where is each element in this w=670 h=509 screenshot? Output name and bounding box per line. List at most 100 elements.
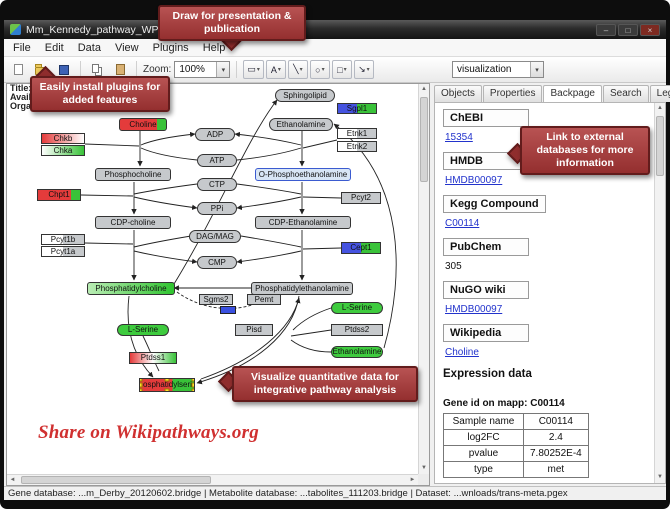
connector-tool-button[interactable]: ↘▾ — [353, 60, 374, 79]
selection-handle[interactable] — [191, 388, 194, 391]
pathway-node[interactable]: Choline — [119, 118, 167, 131]
scrollbar-thumb[interactable] — [420, 97, 428, 182]
zoom-select[interactable]: 100% ▾ — [174, 61, 231, 78]
scroll-right-icon[interactable]: ► — [409, 477, 416, 483]
db-link[interactable]: C00114 — [445, 218, 480, 229]
db-link[interactable]: 15354 — [445, 132, 473, 143]
table-cell: met — [523, 461, 589, 478]
pathway-node[interactable]: Phosphatidylethanolamine — [251, 282, 353, 295]
title-bar[interactable]: Mm_Kennedy_pathway_WP1771_45176.gpml –□× — [4, 20, 666, 39]
scrollbar-thumb[interactable] — [656, 116, 664, 176]
toolbar-separator — [80, 61, 81, 78]
pathway-node[interactable]: Phosphocholine — [95, 168, 171, 181]
pathway-node[interactable]: Pisd — [235, 324, 273, 336]
pathway-node[interactable]: Sphingolipid — [275, 89, 335, 102]
canvas-vertical-scrollbar[interactable]: ▲ ▼ — [418, 84, 429, 474]
line-tool-button[interactable]: ╲▾ — [287, 60, 308, 79]
table-cell: 2.4 — [523, 429, 589, 446]
table-cell: Sample name — [443, 413, 524, 430]
menu-help[interactable]: Help — [202, 41, 226, 54]
pathway-edges — [80, 99, 397, 385]
new-file-icon — [13, 64, 23, 75]
pathway-node[interactable]: DAG/MAG — [189, 230, 241, 243]
tab-properties[interactable]: Properties — [482, 85, 543, 102]
main-area: Title:Availability:Organism: Share on Wi… — [4, 83, 670, 486]
selection-handle[interactable] — [191, 379, 194, 382]
scroll-down-icon[interactable]: ▼ — [657, 474, 663, 480]
pathway-node[interactable]: Ptdss1 — [129, 352, 177, 364]
menu-edit[interactable]: Edit — [44, 41, 64, 54]
db-link[interactable]: Choline — [445, 347, 479, 358]
pathway-node[interactable]: L-Serine — [331, 302, 383, 314]
pathway-node[interactable]: Phosphatidylcholine — [87, 282, 175, 295]
selection-handle[interactable] — [140, 388, 143, 391]
scrollbar-thumb[interactable] — [21, 476, 211, 484]
tab-backpage[interactable]: Backpage — [543, 85, 602, 102]
pathway-node[interactable]: L-Serine — [117, 324, 169, 336]
pathway-node[interactable]: CDP-choline — [95, 216, 171, 229]
tab-legend[interactable]: Legend — [649, 85, 670, 102]
shape-tool-button[interactable]: ○▾ — [309, 60, 330, 79]
pathway-node[interactable]: Cept1 — [341, 242, 381, 254]
datanode-tool-button[interactable]: ▭▾ — [243, 60, 264, 79]
pathway-node[interactable]: Chka — [41, 145, 85, 156]
pathway-node[interactable]: Ethanolamine — [331, 346, 383, 358]
pathway-node[interactable] — [220, 306, 236, 314]
pathway-node[interactable]: ADP — [195, 128, 235, 141]
menu-data[interactable]: Data — [77, 41, 101, 54]
save-button[interactable] — [54, 60, 74, 80]
pathway-node[interactable]: Sgms2 — [199, 294, 233, 305]
visualization-select[interactable]: visualization ▾ — [452, 61, 544, 78]
scroll-down-icon[interactable]: ▼ — [421, 465, 427, 471]
pathway-node[interactable]: PPi — [197, 202, 237, 215]
scroll-up-icon[interactable]: ▲ — [421, 86, 427, 92]
pathway-node[interactable]: Pcyt2 — [341, 192, 381, 204]
label-tool-button[interactable]: A▾ — [265, 60, 286, 79]
tab-search[interactable]: Search — [602, 85, 649, 102]
pathway-node[interactable]: Pemt — [247, 294, 281, 305]
pathway-node[interactable]: Phosphatidylserine — [139, 378, 195, 392]
pathway-canvas[interactable]: Title:Availability:Organism: Share on Wi… — [7, 84, 418, 474]
pathway-node[interactable]: Etnk2 — [337, 141, 377, 152]
panel-scrollbar[interactable]: ▲ ▼ — [654, 103, 665, 483]
pathway-node[interactable]: Ethanolamine — [269, 118, 333, 131]
scroll-left-icon[interactable]: ◄ — [9, 477, 16, 483]
pathway-node[interactable]: CTP — [197, 178, 237, 191]
pathway-node[interactable]: Pcyt1b — [41, 234, 85, 245]
pathway-node[interactable]: ATP — [197, 154, 237, 167]
menu-file[interactable]: File — [13, 41, 31, 54]
selection-handle[interactable] — [164, 379, 170, 382]
menu-plugins[interactable]: Plugins — [152, 41, 189, 54]
app-icon — [10, 24, 21, 35]
pathway-node[interactable]: Pcyt1a — [41, 246, 85, 257]
minimize-button[interactable]: – — [596, 23, 616, 36]
db-link[interactable]: HMDB00097 — [445, 304, 503, 315]
selection-handle[interactable] — [191, 382, 194, 388]
scroll-up-icon[interactable]: ▲ — [657, 105, 663, 111]
pathway-node[interactable]: Sgpl1 — [337, 103, 377, 114]
pathway-node[interactable]: CDP-Ethanolamine — [255, 216, 351, 229]
db-link[interactable]: HMDB00097 — [445, 175, 503, 186]
maximize-button[interactable]: □ — [618, 23, 638, 36]
scrollbar-corner — [418, 474, 429, 485]
pathway-node[interactable]: Chpt1 — [37, 189, 81, 201]
pathway-node[interactable]: O-Phosphoethanolamine — [255, 168, 351, 181]
pathway-node[interactable]: CMP — [197, 256, 237, 269]
close-button[interactable]: × — [640, 23, 660, 36]
copy-button[interactable] — [87, 60, 107, 80]
chevron-down-icon: ▾ — [277, 67, 281, 73]
template-tool-button[interactable]: □▾ — [331, 60, 352, 79]
selection-handle[interactable] — [140, 379, 143, 382]
canvas-horizontal-scrollbar[interactable]: ◄ ► — [7, 474, 418, 485]
selection-handle[interactable] — [164, 388, 170, 391]
menu-view[interactable]: View — [114, 41, 139, 54]
selection-handle[interactable] — [140, 382, 143, 388]
pathway-node[interactable]: Chkb — [41, 133, 85, 144]
paste-button[interactable] — [110, 60, 130, 80]
new-file-button[interactable] — [8, 60, 28, 80]
db-header: HMDB — [443, 152, 529, 170]
tab-objects[interactable]: Objects — [434, 85, 482, 102]
pathway-node[interactable]: Etnk1 — [337, 128, 377, 139]
pathway-node[interactable]: Ptdss2 — [331, 324, 383, 336]
